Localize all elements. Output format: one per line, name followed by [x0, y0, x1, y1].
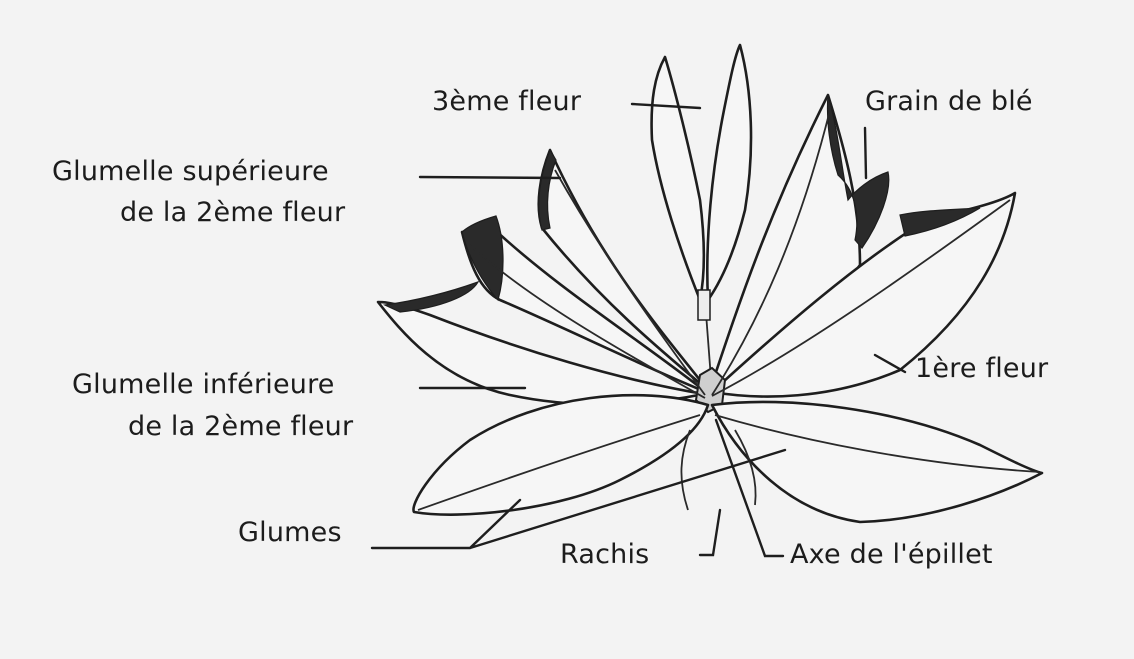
left-lemma-hair [385, 282, 478, 312]
label-first-flower: 1ère fleur [915, 352, 1048, 386]
label-glumes: Glumes [238, 516, 342, 550]
right-glume-organ [712, 402, 1042, 522]
glume-keel-left [681, 430, 690, 510]
label-third-flower: 3ème fleur [432, 85, 581, 119]
label-rachis: Rachis [560, 538, 649, 572]
label-upper-palea-line2: de la 2ème fleur [120, 196, 345, 230]
label-upper-palea-line1: Glumelle supérieure [52, 155, 329, 189]
leader-grain [865, 128, 866, 178]
label-lower-lemma-line2: de la 2ème fleur [128, 410, 353, 444]
troisieme-fleur-right [707, 45, 751, 300]
axis-segment [698, 290, 710, 320]
leader-upper-palea [420, 177, 560, 178]
label-wheat-grain: Grain de blé [865, 85, 1033, 119]
troisieme-fleur-left [652, 57, 704, 300]
leader-rachis [700, 510, 720, 555]
label-spikelet-axis: Axe de l'épillet [790, 538, 993, 572]
label-lower-lemma-line1: Glumelle inférieure [72, 368, 335, 402]
